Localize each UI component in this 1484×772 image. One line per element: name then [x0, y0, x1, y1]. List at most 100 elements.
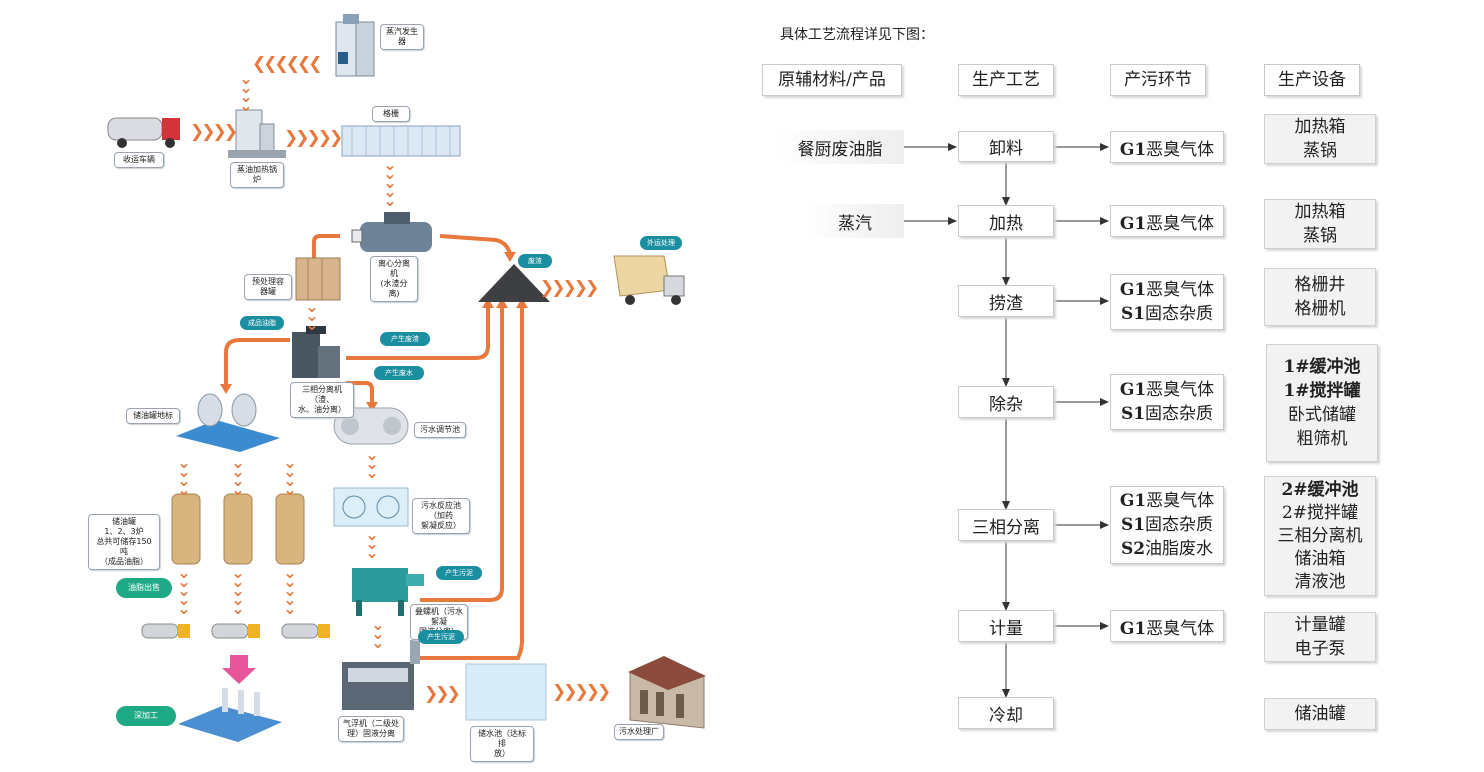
label-pretreat-tank: 预处理容器罐: [244, 274, 292, 300]
step-heat: 加热: [958, 205, 1054, 237]
desc: 恶臭气体: [1146, 213, 1215, 234]
header-equipment: 生产设备: [1264, 64, 1360, 96]
equipment-metering: 计量罐 电子泵: [1264, 612, 1376, 662]
equipment-item: 储油箱: [1294, 548, 1346, 569]
flow-chevrons-air: ❯❯❯: [424, 684, 461, 704]
flow-chevrons-waste: ❯❯❯❯❯: [540, 278, 599, 298]
equipment-item: 粗筛机: [1296, 429, 1348, 449]
step-metering: 计量: [958, 610, 1054, 642]
code: S1: [1120, 304, 1146, 324]
storage-pool-icon: [465, 663, 547, 721]
centrifuge-icon: [351, 212, 432, 252]
vflow-press: ⌄⌄⌄: [371, 615, 385, 652]
equipment-item: 储油罐: [1294, 704, 1346, 724]
input-waste-oil: 餐厨废油脂: [776, 130, 904, 164]
vflow-steam: ⌄⌄⌄⌄: [239, 69, 253, 115]
step-three-phase-separation: 三相分离: [958, 509, 1054, 541]
pollutant-unload: G1恶臭气体: [1110, 131, 1224, 163]
equipment-three-phase: 2#缓冲池 2#搅拌罐 三相分离机 储油箱 清液池: [1264, 476, 1376, 596]
equipment-item: 卧式储罐: [1288, 405, 1356, 425]
desc: 恶臭气体: [1146, 139, 1215, 160]
input-steam: 蒸汽: [806, 204, 904, 238]
boiler-icon: [228, 109, 286, 158]
vflow-area-3: ⌄⌄⌄⌄: [283, 453, 297, 499]
vflow-tank-3: ⌄⌄⌄⌄⌄: [283, 563, 297, 618]
desc: 固态杂质: [1145, 515, 1214, 535]
code: S1: [1120, 404, 1146, 424]
tanker-trucks-icon: [141, 623, 330, 639]
flow-chevrons-boiler: ❯❯❯❯❯: [284, 128, 343, 148]
code: G1: [1119, 491, 1147, 511]
label-three-phase: 三相分离机（渣、 水、油分离）: [290, 382, 354, 418]
steam-generator-icon: [335, 14, 375, 77]
step-unload: 卸料: [958, 131, 1054, 162]
pollutant-impurity: G1恶臭气体 S1固态杂质: [1110, 374, 1224, 430]
code: G1: [1119, 618, 1147, 639]
desc: 恶臭气体: [1146, 618, 1215, 639]
equipment-item: 电子泵: [1294, 639, 1346, 659]
vflow-tank-2: ⌄⌄⌄⌄⌄: [231, 563, 245, 618]
equipment-item: 2#缓冲池: [1281, 479, 1359, 500]
equipment-item: 蒸锅: [1303, 226, 1337, 246]
sewage-plant-building-icon: [628, 656, 706, 729]
equipment-item: 蒸锅: [1303, 141, 1337, 161]
vflow-grille: ⌄⌄⌄⌄⌄: [383, 155, 397, 210]
equipment-item: 计量罐: [1294, 615, 1346, 635]
bubble-deep-processing: 深加工: [116, 706, 176, 726]
equipment-cooling: 储油罐: [1264, 698, 1376, 730]
code: G1: [1119, 213, 1147, 234]
desc: 油脂废水: [1145, 539, 1214, 559]
reaction-tank-icon: [333, 487, 409, 527]
pollutant-metering: G1恶臭气体: [1110, 610, 1224, 642]
step-impurity-removal: 除杂: [958, 386, 1054, 418]
equipment-heat: 加热箱 蒸锅: [1264, 199, 1376, 249]
air-flotation-icon: [342, 640, 420, 710]
label-storage-tanks: 储油罐 1、2、3炉 总共可储存150吨 （成品油脂）: [88, 514, 160, 570]
storage-tanks-icon: [171, 493, 305, 565]
outsource-truck-icon: [613, 255, 685, 305]
pollutant-heat: G1恶臭气体: [1110, 205, 1224, 237]
label-collection-truck: 收运车辆: [114, 152, 164, 168]
process-diagram: ❮❮❮❮❮❮ ❯❯❯❯ ❯❯❯❯❯ ❯❯❯❯❯ ❯❯❯ ❯❯❯❯❯ ⌄⌄⌄⌄ ⌄…: [0, 0, 740, 772]
bubble-outsource-disposal: 外运处理: [640, 236, 682, 250]
waste-residue-pile-icon: [478, 264, 550, 302]
code: G1: [1119, 280, 1147, 300]
header-pollution: 产污环节: [1110, 64, 1206, 96]
equipment-item: 加热箱: [1294, 117, 1346, 137]
code: G1: [1119, 380, 1147, 400]
pretreatment-tank-icon: [295, 257, 341, 301]
bubble-product-wastewater: 产生废水: [374, 366, 424, 380]
collection-truck-icon: [107, 117, 180, 148]
label-storage-pool: 储水池（达标排 放）: [470, 726, 534, 762]
code: S1: [1120, 515, 1146, 535]
pink-down-arrow: [222, 655, 256, 684]
equipment-item: 格栅机: [1294, 299, 1346, 319]
label-sewage-tank: 污水调节池: [414, 422, 466, 438]
step-skim: 捞渣: [958, 285, 1054, 317]
bubble-product-sludge-1: 产生污泥: [436, 566, 482, 580]
vflow-pretreat: ⌄⌄⌄: [305, 297, 319, 334]
desc: 恶臭气体: [1146, 280, 1215, 300]
oil-storage-area-icon: [176, 393, 280, 452]
label-steam-generator: 蒸汽发生器: [380, 24, 424, 50]
flow-chevrons-pool: ❯❯❯❯❯: [552, 682, 611, 702]
desc: 恶臭气体: [1146, 380, 1215, 400]
bubble-product-residue: 产生废渣: [380, 332, 430, 346]
code: G1: [1119, 139, 1147, 160]
desc: 恶臭气体: [1146, 491, 1215, 511]
equipment-item: 清液池: [1294, 571, 1346, 592]
equipment-skim: 格栅井 格栅机: [1264, 268, 1376, 326]
factory-icon: [178, 688, 282, 742]
bubble-product-sludge-2: 产生污泥: [418, 630, 464, 644]
bubble-waste-residue: 废渣: [518, 254, 552, 268]
label-air-flotation: 气浮机（二级处 理）固液分离: [338, 716, 404, 742]
pollutant-skim: G1恶臭气体 S1固态杂质: [1110, 274, 1224, 330]
label-grille: 格栅: [372, 106, 410, 122]
flow-chevrons-steam: ❮❮❮❮❮❮: [252, 54, 322, 74]
flow-chevrons-truck: ❯❯❯❯: [190, 122, 238, 142]
header-materials: 原辅材料/产品: [762, 64, 902, 96]
step-cooling: 冷却: [958, 697, 1054, 729]
label-centrifuge: 离心分离机 (水渣分离): [370, 256, 418, 302]
desc: 固态杂质: [1145, 404, 1214, 424]
